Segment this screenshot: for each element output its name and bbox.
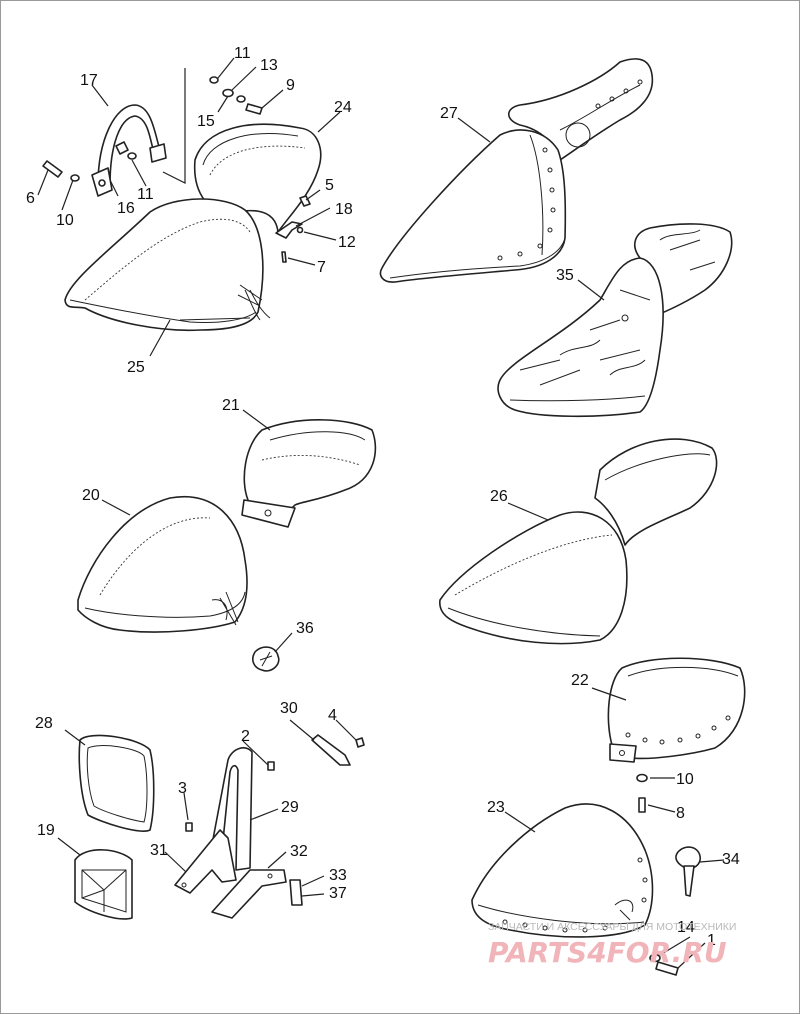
studded-solo-seat-drawing — [471, 803, 654, 938]
concho-laces-drawing — [675, 846, 701, 897]
seat-two-up-drawing — [64, 123, 322, 332]
studded-seat-drawing — [379, 58, 654, 283]
callout-label: 32 — [290, 843, 308, 860]
callout-label: 11 — [234, 45, 251, 62]
callout-label: 11 — [137, 186, 154, 203]
callout-label: 37 — [329, 885, 347, 902]
callout-label: 20 — [82, 487, 100, 504]
callout-label: 9 — [286, 77, 295, 94]
callout-label: 34 — [722, 851, 740, 868]
callout-label: 7 — [317, 259, 326, 276]
callout-label: 12 — [338, 234, 356, 251]
callout-label: 18 — [335, 201, 353, 218]
callout-label: 13 — [260, 57, 278, 74]
studded-pillion-drawing — [607, 657, 746, 813]
callout-label: 2 — [241, 728, 250, 745]
callout-label: 28 — [35, 715, 53, 732]
callout-label: 31 — [150, 842, 168, 859]
callout-label: 4 — [328, 707, 337, 724]
callout-label: 8 — [676, 805, 685, 822]
hardware-top-left — [42, 68, 263, 184]
callout-label: 6 — [26, 190, 35, 207]
callout-label: 16 — [117, 200, 135, 217]
callout-label: 33 — [329, 867, 347, 884]
leader-lines — [37, 57, 725, 969]
tooled-seat-drawing — [497, 223, 733, 418]
callout-label: 23 — [487, 799, 505, 816]
solo-seat-drawing — [77, 495, 248, 633]
callout-label: 1 — [707, 932, 716, 949]
callout-label: 17 — [80, 72, 98, 89]
callout-labels: 1 2 3 4 5 6 7 8 9 10 10 11 11 12 13 14 1… — [26, 45, 740, 949]
callout-label: 10 — [676, 771, 694, 788]
watermark-brand: PARTS4FOR.RU — [488, 936, 727, 969]
backrest-pad-drawing — [78, 734, 155, 832]
callout-label: 3 — [178, 780, 187, 797]
sissy-bar-drawing — [174, 734, 365, 919]
callout-label: 10 — [56, 212, 74, 229]
bolt-1-drawing — [649, 953, 679, 976]
callout-label: 26 — [490, 488, 508, 505]
callout-label: 5 — [325, 177, 334, 194]
backrest-frame-drawing — [74, 849, 133, 920]
pillion-drawing — [241, 419, 377, 528]
watermark-tagline: ЗАПЧАСТИ И АКСЕССУАРЫ ДЛЯ МОТОТЕХНИКИ — [488, 921, 736, 933]
callout-label: 14 — [677, 919, 695, 936]
callout-label: 24 — [334, 99, 352, 116]
callout-label: 35 — [556, 267, 574, 284]
callout-label: 30 — [280, 700, 298, 717]
concho-36-drawing — [252, 646, 280, 672]
callout-label: 21 — [222, 397, 240, 414]
callout-label: 25 — [127, 359, 145, 376]
callout-label: 27 — [440, 105, 458, 122]
callout-label: 36 — [296, 620, 314, 637]
watermark: ЗАПЧАСТИ И АКСЕССУАРЫ ДЛЯ МОТОТЕХНИКИ PA… — [488, 921, 736, 969]
grab-strap-drawing — [91, 104, 167, 197]
callout-label: 15 — [197, 113, 215, 130]
callout-label: 19 — [37, 822, 55, 839]
callout-label: 22 — [571, 672, 589, 689]
callout-label: 29 — [281, 799, 299, 816]
seat-26-drawing — [439, 438, 718, 645]
seat-bracket-drawing — [275, 195, 311, 263]
